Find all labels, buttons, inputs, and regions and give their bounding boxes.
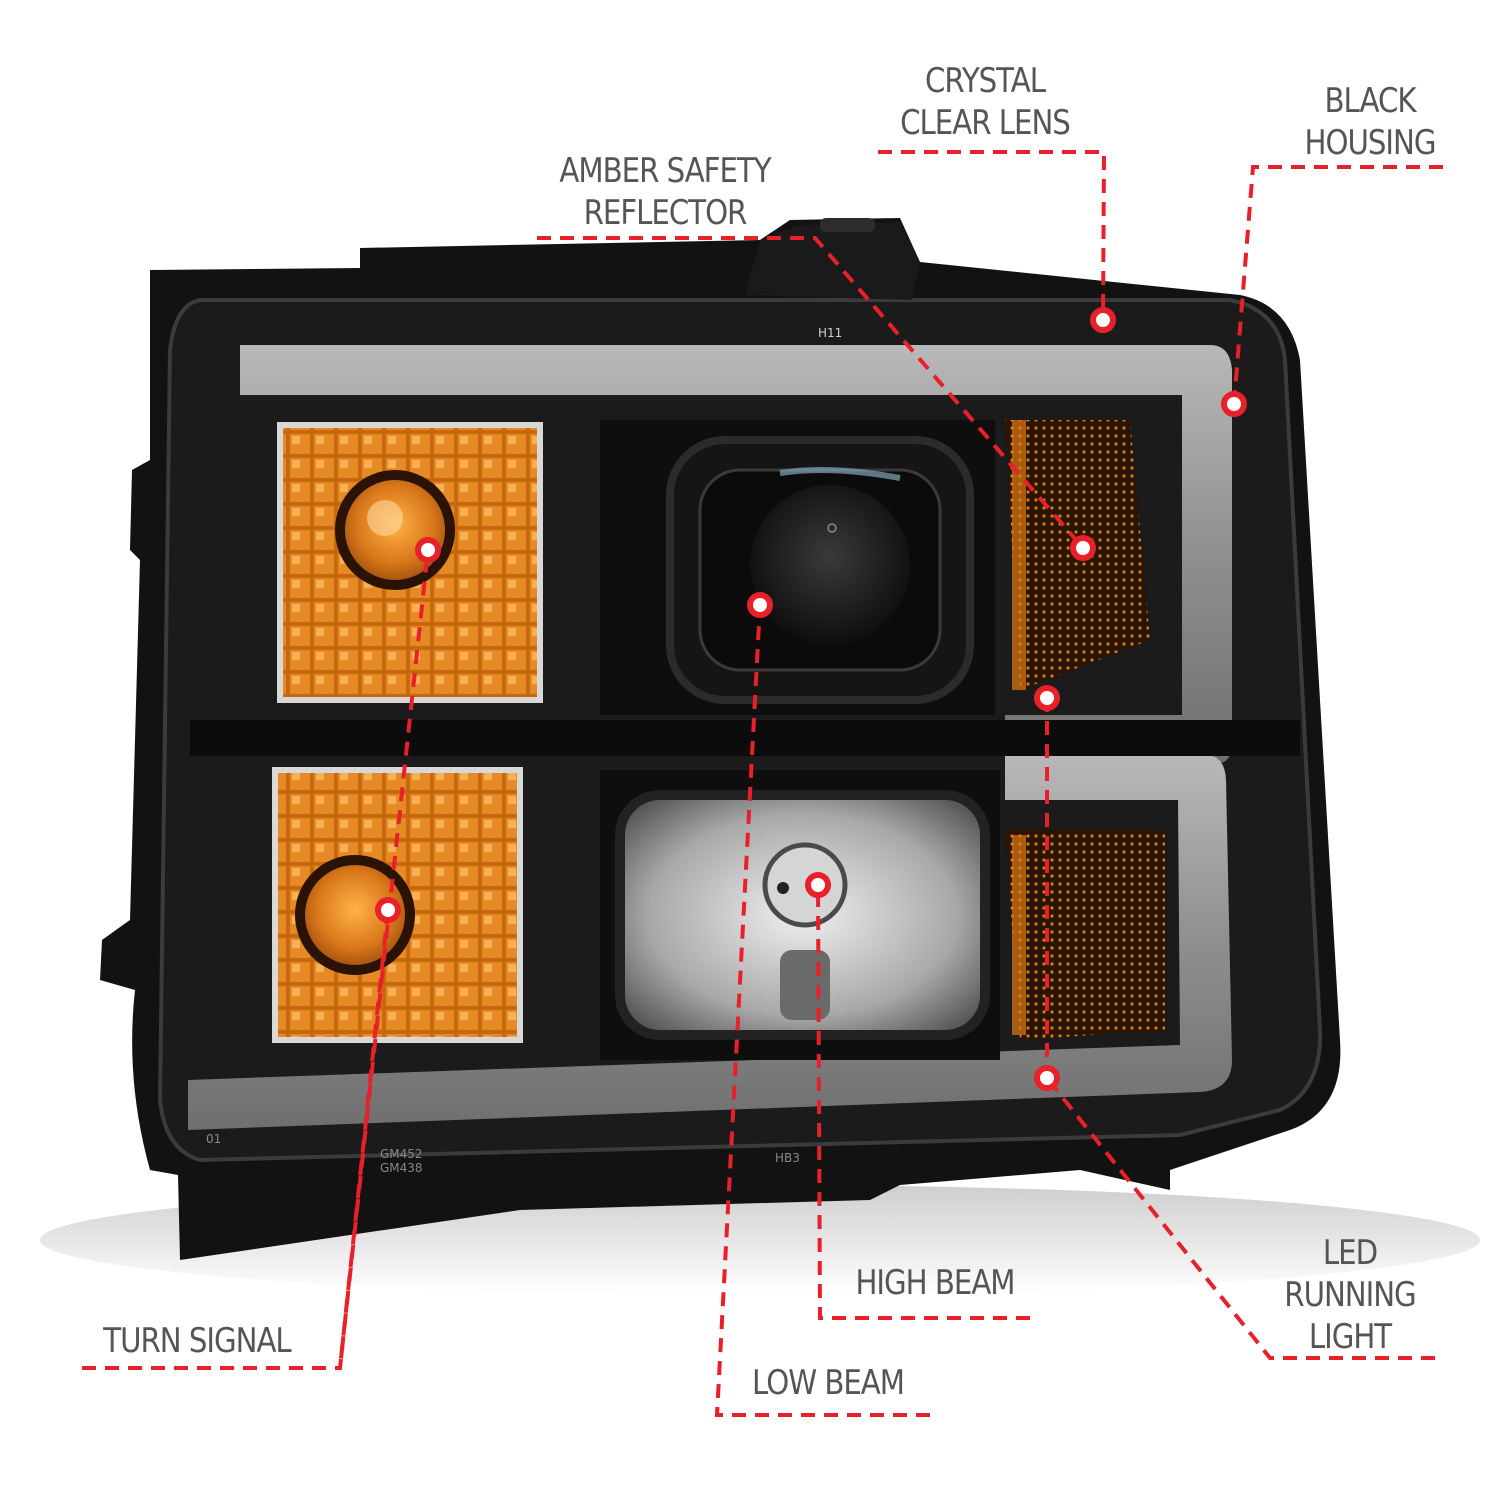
callout-lines [82, 150, 1443, 1417]
lower-side-marker [1005, 830, 1165, 1040]
bulb-code-h11: H11 [818, 326, 842, 340]
svg-text:GM452: GM452 [380, 1147, 423, 1161]
marker-black-housing [1221, 391, 1247, 417]
label-crystal-clear-lens: CRYSTAL CLEAR LENS [900, 61, 1071, 143]
svg-text:01: 01 [206, 1132, 221, 1146]
marker-low-beam [747, 592, 773, 618]
label-black-housing: BLACK HOUSING [1304, 81, 1437, 163]
marker-led-running-light-lower [1034, 1065, 1060, 1091]
marker-led-running-light-upper [1034, 685, 1060, 711]
label-low-beam: LOW BEAM [751, 1363, 905, 1403]
label-high-beam: HIGH BEAM [855, 1263, 1015, 1303]
marker-crystal-clear-lens [1090, 307, 1116, 333]
label-turn-signal: TURN SIGNAL [103, 1321, 291, 1361]
svg-text:GM438: GM438 [380, 1161, 423, 1175]
marker-turn-signal-lower [375, 897, 401, 923]
label-amber-safety-reflector: AMBER SAFETY REFLECTOR [559, 151, 771, 233]
svg-text:HB3: HB3 [775, 1151, 800, 1165]
marker-turn-signal-upper [415, 537, 441, 563]
label-led-running-light: LED RUNNING LIGHT [1284, 1233, 1416, 1357]
marker-amber-safety-reflector [1070, 535, 1096, 561]
marker-high-beam [805, 872, 831, 898]
callout-markers [375, 307, 1247, 1091]
lower-led-bar [188, 755, 1232, 1130]
